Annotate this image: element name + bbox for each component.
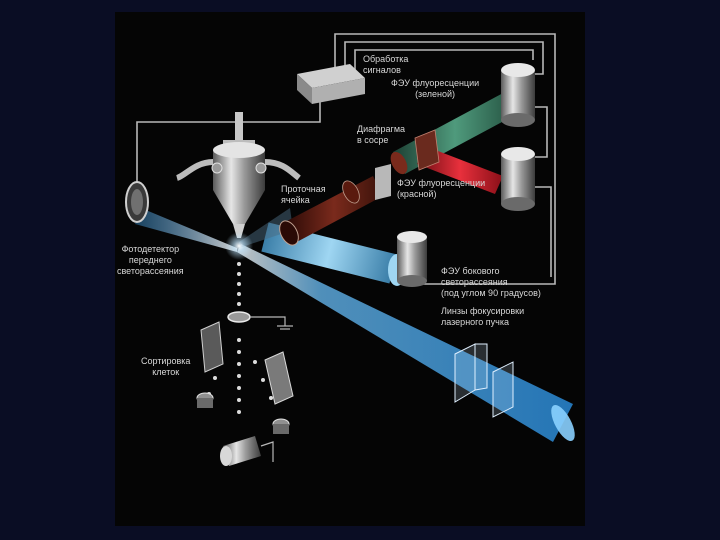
deflection-plates: [201, 322, 293, 404]
laser-focusing-lenses: [455, 344, 513, 417]
label-forward-detector: Фотодетектор переднего светорассеяния: [117, 244, 184, 277]
aperture-plate: [375, 164, 391, 200]
pmt-side-detector: [397, 231, 427, 287]
flow-cytometer-diagram: Обработка сигналов ФЭУ флуоресценции (зе…: [115, 12, 585, 526]
forward-scatter-detector: [126, 182, 148, 222]
label-pmt-side: ФЭУ бокового светорассеяния (под углом 9…: [441, 266, 541, 299]
label-signal-processing: Обработка сигналов: [363, 54, 408, 76]
signal-processor-box: [297, 64, 365, 104]
charging-collar: [228, 312, 293, 329]
label-aperture: Диафрагма в сосре: [357, 124, 405, 146]
label-laser-lenses: Линзы фокусировки лазерного пучка: [441, 306, 524, 328]
label-flow-cell: Проточная ячейка: [281, 184, 326, 206]
label-cell-sorting: Сортировка клеток: [141, 356, 190, 378]
interrogation-point: [225, 232, 253, 260]
label-pmt-red: ФЭУ флуоресценции (красной): [397, 178, 485, 200]
label-pmt-green: ФЭУ флуоресценции (зеленой): [391, 78, 479, 100]
pmt-green-detector: [501, 63, 535, 127]
pmt-red-detector: [501, 147, 535, 211]
